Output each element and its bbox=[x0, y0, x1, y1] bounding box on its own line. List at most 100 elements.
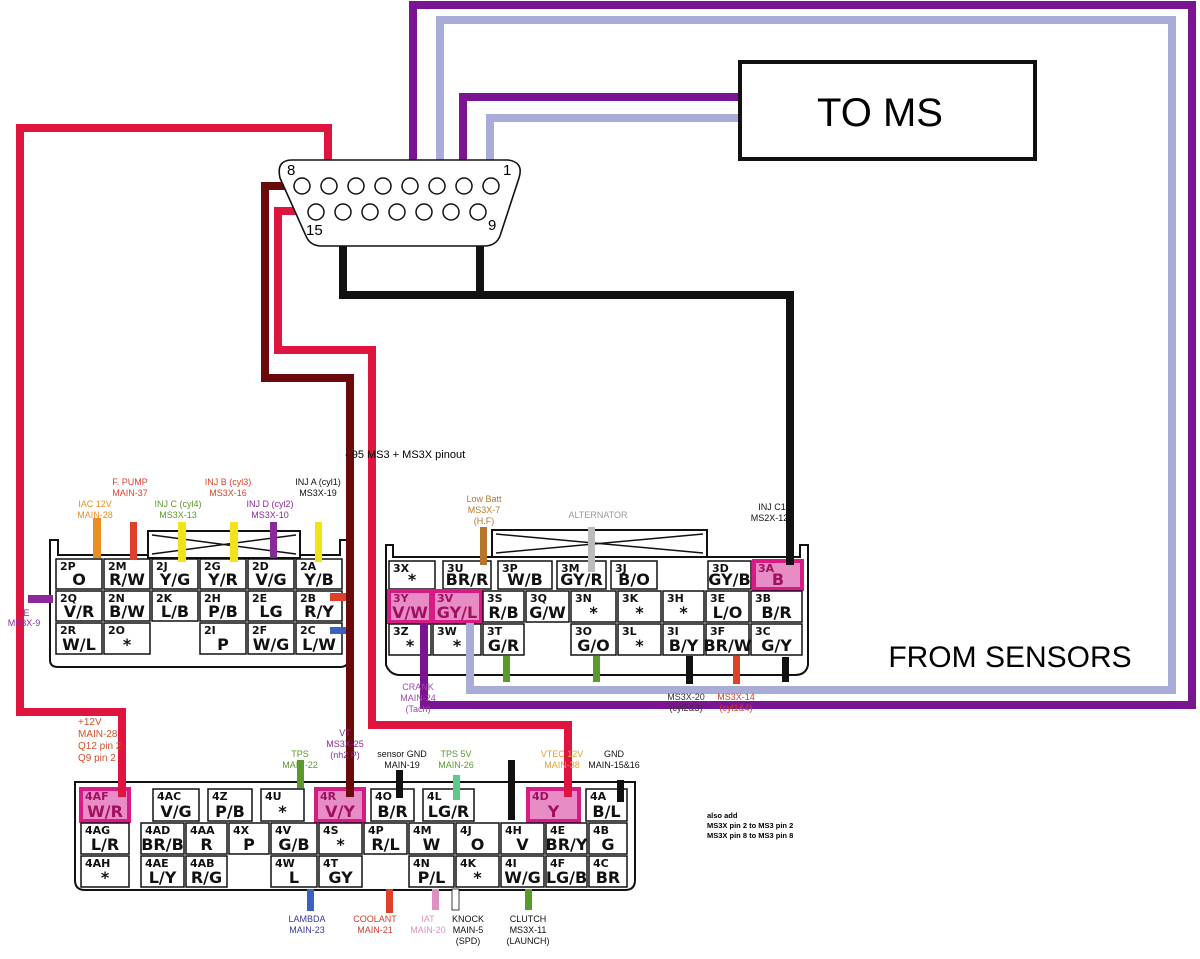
annotation-c2-5-line: INJ A (cyl1) bbox=[295, 477, 341, 487]
pin-id: 3B bbox=[755, 592, 771, 605]
pin-cell-box bbox=[525, 590, 570, 623]
wire-color-code: R/B bbox=[488, 603, 518, 622]
pin-id: 4R bbox=[320, 790, 337, 803]
pin-id: 4I bbox=[505, 857, 517, 870]
wire-color-code: G/W bbox=[529, 603, 566, 622]
pin-cell-box bbox=[662, 590, 705, 623]
wire-color-code: G/Y bbox=[761, 636, 792, 655]
wire-color-code: P bbox=[243, 835, 255, 854]
pin-cell-box bbox=[363, 822, 408, 855]
wire-stub bbox=[297, 760, 304, 788]
pin-id: 3I bbox=[667, 625, 679, 638]
pin-label-15: 15 bbox=[306, 222, 323, 239]
pin-cell-box bbox=[199, 558, 247, 590]
pin-cell-box bbox=[408, 855, 455, 888]
pin-id: 4AG bbox=[85, 824, 110, 837]
annotation-lambda-line: MAIN-23 bbox=[289, 925, 325, 935]
annotation-clutch-line: (LAUNCH) bbox=[506, 936, 549, 946]
wire-color-code: V/G bbox=[255, 570, 286, 589]
annotation-knock-line: (SPD) bbox=[456, 936, 481, 946]
annotation-inj-c1-line: INJ C1 bbox=[758, 502, 786, 512]
pin-id: 4AF bbox=[85, 790, 109, 803]
wire-color-code: P/B bbox=[208, 602, 238, 621]
db15-pin bbox=[482, 177, 500, 195]
wire-stub bbox=[330, 593, 352, 601]
annotation-c2-2: INJ C (cyl4)MS3X-13 bbox=[155, 499, 202, 520]
pin-cell-box bbox=[314, 787, 366, 823]
wire-stub bbox=[432, 889, 439, 910]
pin-id: 3N bbox=[575, 592, 592, 605]
db15-pin bbox=[347, 177, 365, 195]
pin-id: 4L bbox=[427, 790, 442, 803]
pin-cell-box bbox=[55, 558, 103, 590]
annotation-clutch-line: CLUTCH bbox=[510, 914, 547, 924]
wire-color-code: V/W bbox=[392, 603, 428, 622]
pin-cell-2n: 2NB/W bbox=[103, 590, 151, 622]
pin-id: 2C bbox=[300, 624, 316, 637]
pin-cell-box bbox=[55, 590, 103, 622]
pin-cell-2b: 2BR/Y bbox=[295, 590, 343, 622]
pin-cell-box bbox=[662, 623, 705, 656]
pin-cell-3h: 3H* bbox=[662, 590, 705, 623]
pin-id: 4O bbox=[375, 790, 392, 803]
wire-color-code: * bbox=[408, 570, 417, 589]
wire-stub bbox=[386, 889, 393, 913]
pin-cell-2a: 2AY/B bbox=[295, 558, 343, 590]
pin-cell-box bbox=[151, 558, 199, 590]
pin-cell-4ah: 4AH* bbox=[80, 855, 130, 888]
pin-cell-3o: 3OG/O bbox=[570, 623, 617, 656]
annotation-injector-23-line: MS3X-20 bbox=[667, 692, 705, 702]
pin-cell-box bbox=[750, 623, 803, 656]
pin-cell-2r: 2RW/L bbox=[55, 622, 103, 655]
pin-cell-box bbox=[247, 590, 295, 622]
annotation-12v-line: Q12 pin 2 bbox=[78, 741, 122, 752]
pin-id: 3Z bbox=[393, 625, 409, 638]
annotation-12v-line: Q9 pin 2 bbox=[78, 753, 116, 764]
wire-color-code: W/R bbox=[87, 802, 123, 821]
annotation-knock-line: MAIN-5 bbox=[453, 925, 484, 935]
wire-stub bbox=[93, 518, 101, 558]
pin-id: 4AA bbox=[190, 824, 215, 837]
pin-id: 3C bbox=[755, 625, 771, 638]
wire-color-code: LG bbox=[259, 602, 282, 621]
wire-color-code: BR bbox=[596, 868, 621, 887]
wire-color-code: V/R bbox=[64, 602, 95, 621]
wire-color-code: BR/W bbox=[703, 636, 751, 655]
pin-id: 2N bbox=[108, 592, 125, 605]
annotation-gnd-line: GND bbox=[604, 749, 625, 759]
annotation-sensor-gnd-line: sensor GND bbox=[377, 749, 427, 759]
pin-id: 3S bbox=[487, 592, 503, 605]
wire-color-code: B bbox=[772, 570, 784, 589]
wire-color-code: GY/B bbox=[708, 570, 750, 589]
annotation-c2-4: INJ D (cyl2)MS3X-10 bbox=[247, 499, 294, 520]
wire-color-code: L/O bbox=[713, 603, 743, 622]
pin-cell-3c: 3CG/Y bbox=[750, 623, 803, 656]
pin-id: 3H bbox=[667, 592, 684, 605]
wire-color-code: BR/B bbox=[141, 835, 184, 854]
db15-pin bbox=[388, 203, 406, 221]
annotation-c2-0-line: MAIN-28 bbox=[77, 510, 113, 520]
annotation-tps5v-line: TPS 5V bbox=[440, 749, 471, 759]
wire-color-code: B/R bbox=[761, 603, 791, 622]
pin-id: 4X bbox=[233, 824, 250, 837]
pin-cell-3j: 3JB/O bbox=[610, 560, 658, 590]
wire-stub bbox=[178, 522, 186, 562]
wire-color-code: P/L bbox=[418, 868, 446, 887]
pin-id: 4D bbox=[532, 790, 549, 803]
wire-stub bbox=[617, 780, 624, 802]
annotation-iat-line: MAIN-20 bbox=[410, 925, 446, 935]
pin-cell-box bbox=[570, 590, 617, 623]
pin-cell-box bbox=[270, 822, 318, 855]
pin-id: 2R bbox=[60, 624, 77, 637]
pin-id: 3Q bbox=[530, 592, 547, 605]
connector-4: 4AFW/R4ACV/G4ZP/B4U*4RV/Y4OB/R4LLG/R4DY4… bbox=[74, 781, 636, 891]
